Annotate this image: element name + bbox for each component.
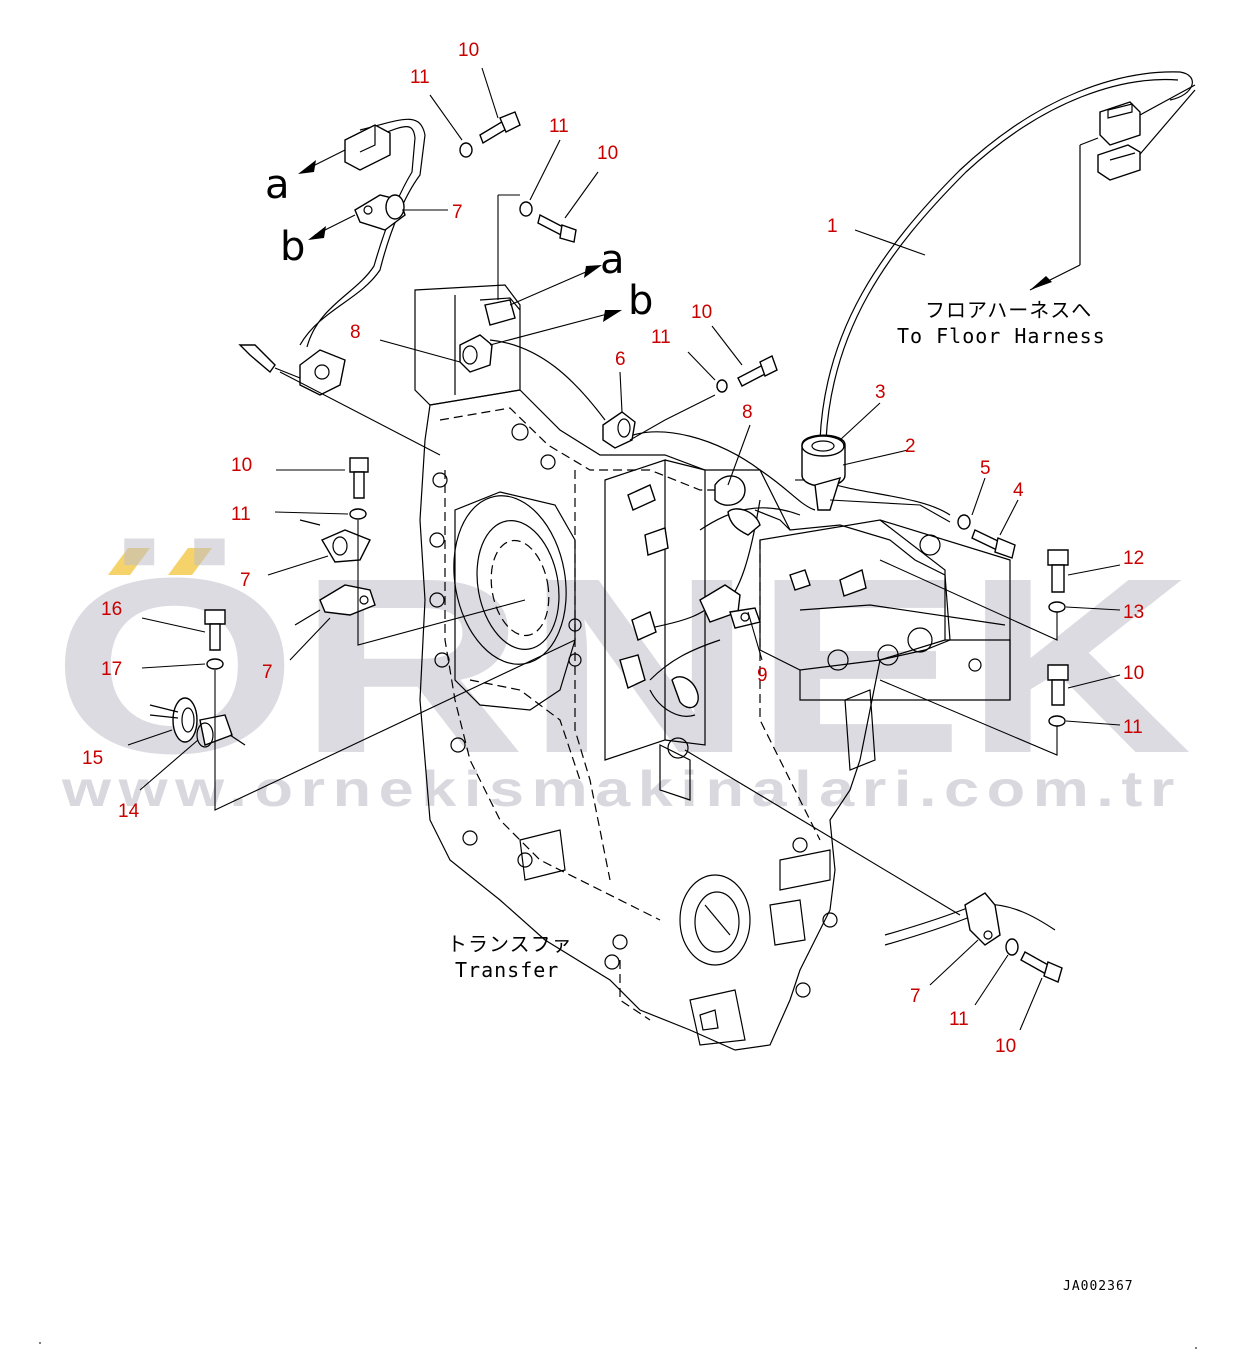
callout-15: 15 — [82, 748, 103, 769]
bolt-10-top-1 — [479, 111, 521, 145]
valve-connectors — [619, 484, 867, 709]
washer-11-mid — [716, 379, 728, 393]
callout-12: 12 — [1123, 548, 1144, 569]
sensor-plate — [238, 344, 346, 396]
clip-8-upper — [459, 299, 516, 373]
caption-transfer-jp: トランスファ — [447, 932, 573, 956]
washer-11-top-2 — [519, 201, 533, 217]
callout-3: 3 — [875, 382, 886, 403]
callout-11-right: 11 — [1123, 717, 1143, 738]
callout-10-top-2: 10 — [597, 143, 618, 164]
callout-10-left: 10 — [231, 455, 252, 476]
watermark-accent-left — [108, 548, 150, 575]
callout-7-left-lower: 7 — [262, 662, 273, 683]
washer-13 — [1048, 601, 1066, 613]
callout-4: 4 — [1013, 480, 1024, 501]
clamp-7-left-lower — [319, 584, 376, 616]
callout-11-top-1: 11 — [410, 67, 430, 88]
callout-11-top-2: 11 — [549, 116, 569, 137]
components — [149, 101, 1141, 983]
connector-floor-upper — [1099, 101, 1141, 146]
callout-6: 6 — [615, 349, 626, 370]
callout-8-mid: 8 — [742, 402, 753, 423]
caption-transfer-en: Transfer — [455, 958, 559, 982]
callout-14: 14 — [118, 801, 140, 822]
callout-7-upper: 7 — [452, 202, 463, 223]
bolt-4 — [971, 529, 1016, 559]
callout-13: 13 — [1123, 602, 1144, 623]
grommet-15 — [149, 697, 198, 743]
connector-a-plug — [344, 124, 391, 171]
washer-11-top-1 — [459, 142, 473, 158]
grommet-3 — [801, 434, 846, 487]
clip-8-lower — [714, 475, 791, 536]
corner-mark-right — [1195, 1347, 1197, 1349]
clamp-7-lower-right — [964, 892, 1001, 946]
callout-11-left: 11 — [231, 504, 251, 525]
callout-10-right: 10 — [1123, 663, 1144, 684]
callout-7-left-upper: 7 — [240, 570, 251, 591]
clamp-upper-left — [354, 194, 406, 231]
callout-9: 9 — [757, 665, 768, 686]
label-a-left: a — [265, 162, 290, 208]
transfer-case — [414, 284, 1011, 1051]
connector-floor-lower — [1097, 144, 1141, 181]
watermark-url: www.ornekismakinalari.com.tr — [61, 761, 1182, 817]
label-b-left: b — [280, 224, 305, 270]
bolt-bosses — [429, 423, 982, 998]
label-b-center: b — [628, 278, 653, 324]
washer-11-right — [1048, 715, 1066, 727]
arrow-to-floor-harness — [1030, 276, 1052, 290]
bolt-10-mid — [737, 355, 778, 387]
caption-floor-harness-en: To Floor Harness — [897, 324, 1106, 348]
callout-2: 2 — [905, 436, 916, 457]
callout-numbers: 1 2 3 4 5 6 7 7 7 7 8 8 9 10 10 10 10 10… — [82, 40, 1144, 1057]
clip-6 — [602, 411, 636, 449]
bolt-10-lower-right — [1020, 951, 1063, 983]
watermark: ÖRNEK www.ornekismakinalari.com.tr — [52, 526, 1192, 817]
label-a-center: a — [600, 237, 625, 283]
bolt-10-right — [1047, 664, 1069, 706]
clip-9 — [699, 584, 761, 629]
callout-11-mid: 11 — [651, 327, 671, 348]
captions: フロアハーネスへ To Floor Harness トランスファ Transfe… — [447, 298, 1134, 1294]
callout-10-lower-right: 10 — [995, 1036, 1016, 1057]
callout-10-top-1: 10 — [458, 40, 479, 61]
clamp-14 — [196, 714, 246, 748]
callout-5: 5 — [980, 458, 991, 479]
washer-17 — [206, 658, 224, 670]
clamp-2 — [814, 476, 842, 511]
bolt-10-left — [349, 457, 369, 499]
bolt-12 — [1047, 549, 1069, 593]
callout-8-upper: 8 — [350, 322, 361, 343]
bolt-16 — [204, 609, 226, 651]
leader-lines — [127, 67, 1121, 1031]
bolt-10-top-2 — [537, 213, 577, 243]
watermark-accent-right — [168, 548, 212, 575]
washer-11-lower-right — [1005, 938, 1019, 956]
washer-5 — [957, 514, 971, 530]
caption-floor-harness-jp: フロアハーネスへ — [925, 298, 1092, 322]
callout-7-lower-right: 7 — [910, 986, 921, 1007]
callout-17: 17 — [101, 659, 122, 680]
connection-letters: a b a b — [265, 162, 653, 324]
drawing-code: JA002367 — [1063, 1279, 1134, 1294]
callout-1: 1 — [827, 216, 838, 237]
callout-16: 16 — [101, 599, 122, 620]
corner-mark-left — [39, 1342, 41, 1344]
washer-11-left — [349, 508, 367, 520]
callout-11-lower-right: 11 — [949, 1009, 969, 1030]
callout-10-mid: 10 — [691, 302, 712, 323]
